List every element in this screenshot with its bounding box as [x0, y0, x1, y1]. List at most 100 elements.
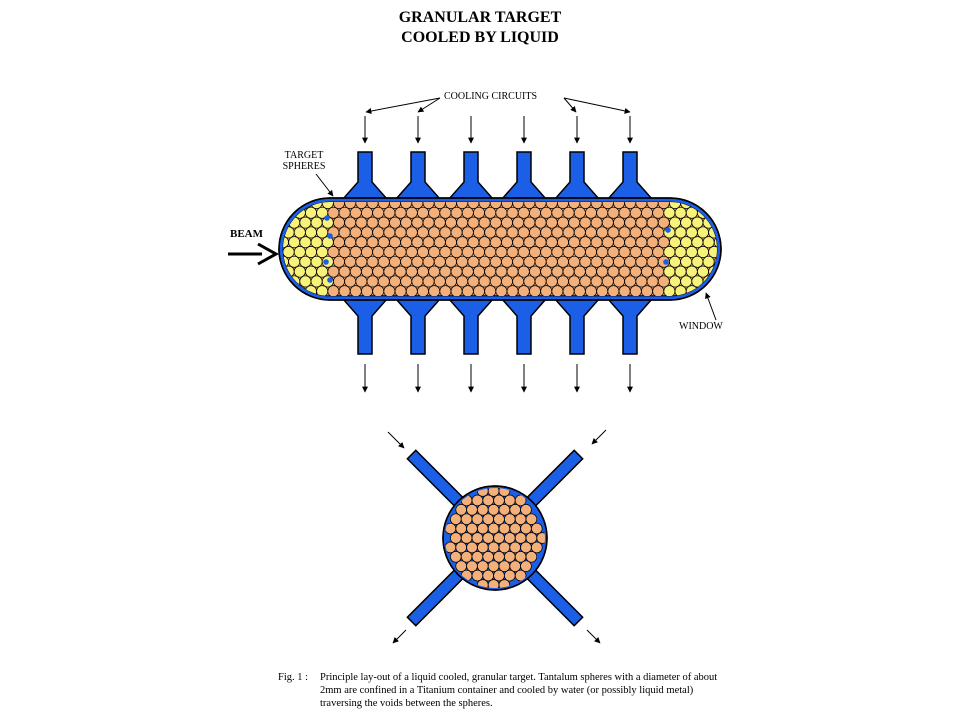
target-sphere: [529, 265, 541, 278]
target-sphere: [624, 236, 637, 249]
cross-section-sphere: [477, 560, 489, 572]
target-sphere: [495, 226, 508, 239]
target-sphere: [400, 295, 413, 296]
target-sphere: [590, 236, 603, 249]
target-sphere: [517, 265, 530, 278]
window-label: WINDOW: [679, 321, 723, 332]
target-sphere: [613, 275, 625, 288]
target-sphere: [338, 285, 351, 296]
target-sphere: [624, 255, 637, 268]
target-sphere: [517, 285, 530, 296]
window-sphere: [283, 202, 289, 209]
target-sphere: [601, 216, 614, 229]
target-sphere: [355, 216, 368, 229]
beam-label: BEAM: [230, 228, 263, 240]
target-sphere: [613, 295, 625, 296]
target-sphere: [545, 236, 558, 249]
window-sphere: [663, 265, 676, 278]
target-sphere: [411, 295, 424, 296]
target-sphere: [456, 216, 469, 229]
target-sphere: [394, 226, 407, 239]
window-sphere: [680, 255, 693, 268]
target-sphere: [445, 236, 457, 249]
window-sphere: [708, 285, 717, 296]
window-sphere: [293, 265, 306, 278]
target-sphere: [327, 265, 340, 278]
cross-section-sphere: [504, 494, 516, 507]
target-sphere: [411, 275, 424, 288]
window-sphere: [713, 255, 717, 268]
target-sphere: [428, 265, 441, 278]
inlet-pipe: [500, 151, 548, 200]
target-sphere: [445, 255, 457, 268]
target-sphere: [579, 255, 592, 268]
cross-section-sphere: [504, 569, 516, 582]
target-sphere: [517, 226, 530, 239]
target-sphere: [618, 206, 631, 219]
window-sphere: [288, 202, 301, 209]
target-sphere: [400, 275, 413, 288]
window-sphere: [680, 216, 693, 229]
window-sphere: [691, 295, 704, 296]
target-sphere: [613, 216, 625, 229]
cross-section-sphere: [504, 513, 516, 525]
target-sphere: [512, 295, 525, 296]
target-sphere: [568, 236, 581, 249]
cross-section-sphere: [514, 532, 527, 544]
window-sphere: [283, 246, 295, 258]
target-sphere: [372, 285, 385, 296]
target-sphere: [461, 246, 474, 258]
cross-section-sphere: [482, 569, 494, 582]
target-sphere: [478, 295, 491, 296]
window-sphere: [321, 236, 334, 249]
target-sphere: [534, 255, 547, 268]
target-sphere: [641, 206, 653, 219]
target-sphere: [349, 246, 362, 258]
coolant-void: [665, 227, 671, 233]
target-sphere: [450, 246, 463, 258]
target-sphere: [551, 226, 564, 239]
target-sphere: [366, 295, 379, 296]
target-sphere: [529, 226, 541, 239]
cross-section-sphere: [498, 560, 511, 572]
target-sphere: [523, 236, 536, 249]
cross-section-sphere: [455, 541, 467, 554]
window-sphere: [305, 206, 317, 219]
target-sphere: [428, 285, 441, 296]
target-sphere: [629, 246, 642, 258]
cross-section-sphere: [466, 504, 478, 516]
target-sphere: [568, 216, 581, 229]
target-sphere: [389, 216, 401, 229]
coolant-void: [663, 259, 669, 265]
target-sphere: [422, 295, 435, 296]
cross-section-sphere: [531, 541, 543, 554]
target-spheres-label: TARGET SPHERES: [276, 150, 332, 172]
target-sphere: [613, 255, 625, 268]
container-outline: [278, 197, 722, 301]
target-sphere: [523, 295, 536, 296]
cross-section-sphere: [525, 532, 538, 544]
window-sphere: [702, 202, 715, 209]
cross-section-sphere: [450, 532, 462, 544]
target-sphere: [417, 226, 429, 239]
target-sphere: [652, 285, 665, 296]
cross-section-sphere: [482, 551, 494, 563]
window-sphere: [685, 226, 698, 239]
target-sphere: [377, 275, 390, 288]
target-sphere: [394, 206, 407, 219]
target-sphere: [613, 236, 625, 249]
target-sphere: [635, 255, 648, 268]
window-sphere: [310, 236, 323, 249]
target-sphere: [501, 216, 513, 229]
target-sphere: [635, 275, 648, 288]
window-sphere: [680, 275, 693, 288]
target-sphere: [568, 255, 581, 268]
target-sphere: [534, 216, 547, 229]
coolant-void: [327, 233, 333, 239]
target-sphere: [405, 285, 418, 296]
target-sphere: [400, 216, 413, 229]
cross-section-sphere: [487, 504, 500, 516]
window-sphere: [674, 206, 687, 219]
target-sphere: [433, 236, 446, 249]
target-sphere: [534, 236, 547, 249]
